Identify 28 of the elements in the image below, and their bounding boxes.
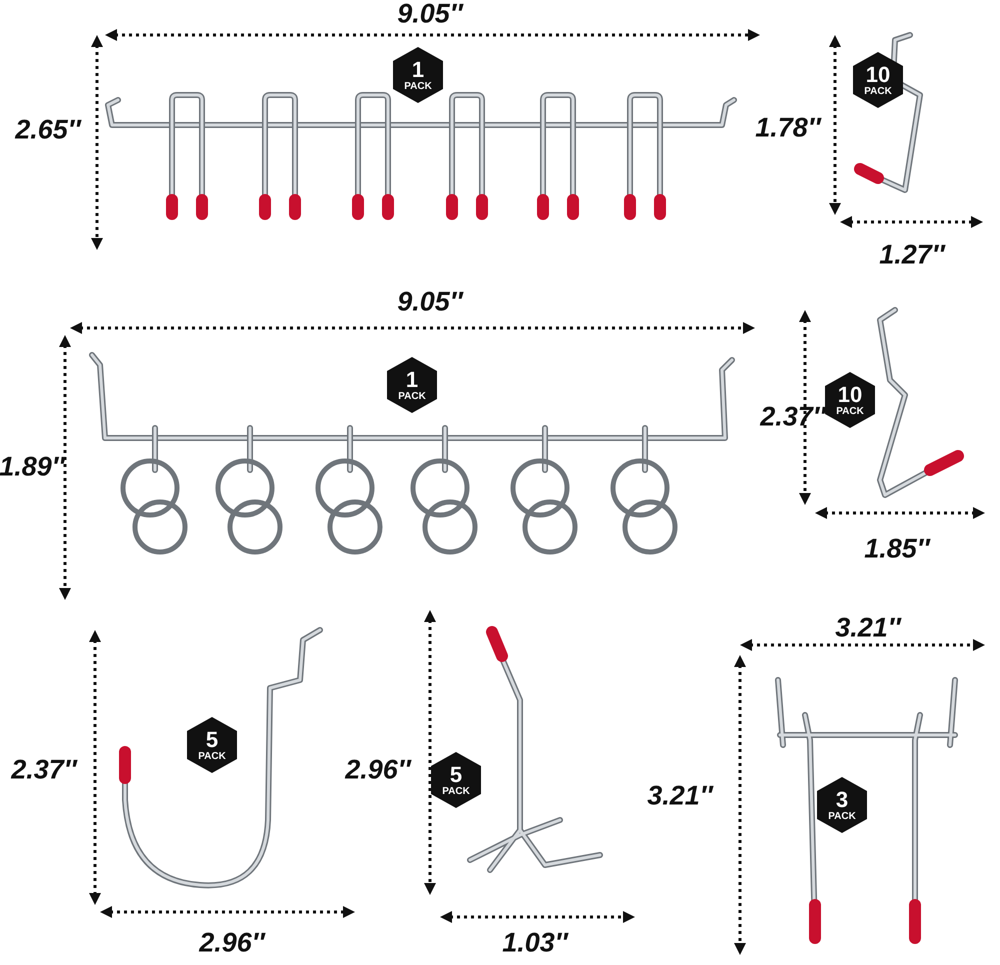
pack-label: PACK bbox=[864, 86, 892, 96]
dimension-label: 3.21″ bbox=[647, 782, 713, 810]
dimension-label: 2.65″ bbox=[15, 116, 81, 144]
dimension-label: 2.37″ bbox=[11, 756, 77, 784]
dimension-label: 1.78″ bbox=[755, 114, 821, 142]
dimension-label: 2.96″ bbox=[345, 756, 411, 784]
pack-count: 5 bbox=[450, 764, 462, 786]
pack-label: PACK bbox=[398, 392, 426, 402]
pack-count: 1 bbox=[406, 368, 418, 390]
dimension-label: 9.05″ bbox=[397, 0, 463, 28]
dimension-label: 3.21″ bbox=[835, 614, 901, 642]
dimension-label: 1.89″ bbox=[0, 454, 65, 480]
pack-label: PACK bbox=[404, 82, 432, 92]
dimension-label: 1.03″ bbox=[502, 930, 568, 956]
dimension-label: 2.96″ bbox=[199, 930, 265, 956]
pack-count: 5 bbox=[206, 728, 218, 750]
pack-count: 1 bbox=[412, 58, 424, 80]
pack-label: PACK bbox=[836, 406, 864, 416]
pack-label: PACK bbox=[198, 752, 226, 762]
dimension-label: 9.05″ bbox=[397, 288, 463, 316]
pack-count: 10 bbox=[838, 384, 862, 406]
pack-label: PACK bbox=[442, 786, 470, 796]
dimension-label: 1.27″ bbox=[879, 242, 945, 268]
dimension-label: 2.37″ bbox=[760, 404, 826, 430]
pack-count: 10 bbox=[866, 64, 890, 86]
pack-label: PACK bbox=[828, 812, 856, 822]
dimension-label: 1.85″ bbox=[864, 536, 930, 562]
pack-count: 3 bbox=[836, 788, 848, 810]
